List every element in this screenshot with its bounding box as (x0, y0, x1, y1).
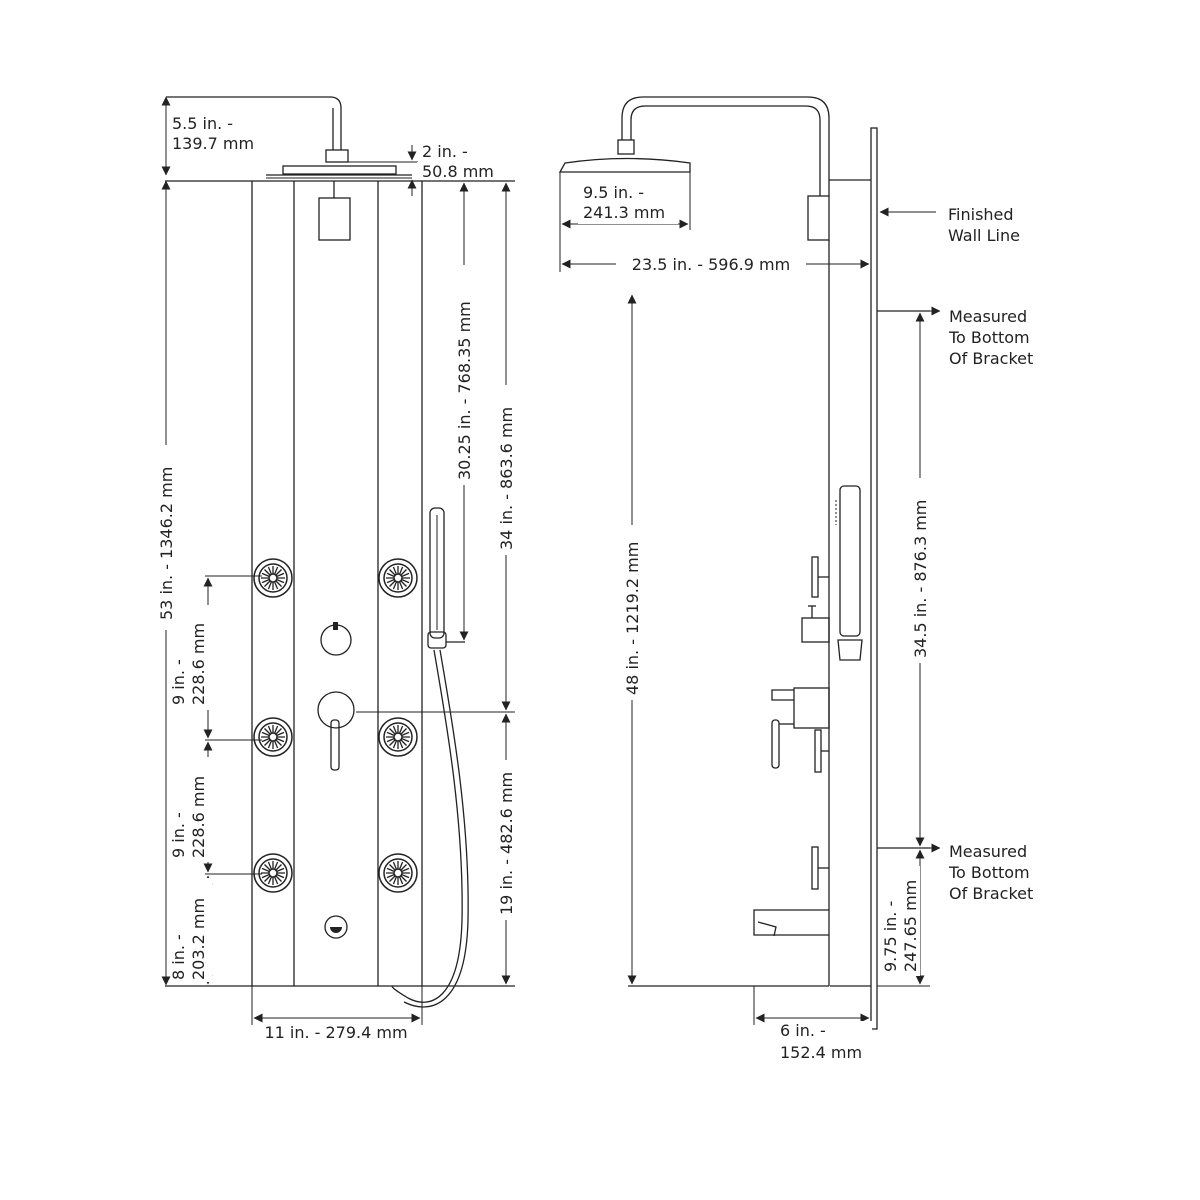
diverter-knob-icon (320, 622, 352, 656)
total-height-label: 53 in. - 1346.2 mm (157, 467, 176, 620)
top-bracket-note-2: To Bottom (948, 328, 1030, 347)
bracket-spacing-label: 34.5 in. - 876.3 mm (911, 500, 930, 658)
head-drop-label-2: 50.8 mm (422, 162, 494, 181)
bottom-bracket-note-2: To Bottom (948, 863, 1030, 882)
side-mixer-icon (771, 687, 830, 769)
side-knob-icon (814, 729, 829, 773)
wall-line-note-2: Wall Line (948, 226, 1020, 245)
front-dimension-lines (161, 96, 511, 1023)
depth-label-2: 152.4 mm (780, 1043, 862, 1062)
side-shower-arm (558, 96, 871, 241)
lower-bracket-label-1: 9.75 in. - (881, 901, 900, 972)
wall-plate (870, 127, 878, 1030)
depth-label-1: 6 in. - (780, 1021, 826, 1040)
width-label: 11 in. - 279.4 mm (264, 1023, 407, 1042)
head-width-label-2: 241.3 mm (583, 203, 665, 222)
head-drop-label-1: 2 in. - (422, 142, 468, 161)
front-dimension-labels: 5.5 in. - 139.7 mm 2 in. - 50.8 mm 53 in… (156, 110, 516, 1042)
wall-line-note-1: Finished (948, 205, 1014, 224)
body-jet-icon (253, 558, 293, 598)
arm-rise-label-1: 5.5 in. - (172, 114, 233, 133)
front-controls (317, 622, 355, 939)
body-jet-icon (378, 717, 418, 757)
jet-bottom-label-1: 8 in. - (169, 934, 188, 980)
body-jet-icon (378, 853, 418, 893)
jet-spacing-2-label-2: 228.6 mm (189, 776, 208, 858)
side-extension-lines (559, 172, 930, 1025)
body-jet-icon (253, 853, 293, 893)
side-handshower (835, 485, 863, 661)
head-width-label-1: 9.5 in. - (583, 183, 644, 202)
body-jet-icon (253, 717, 293, 757)
top-bracket-note-3: Of Bracket (949, 349, 1033, 368)
bottom-bracket-note-3: Of Bracket (949, 884, 1033, 903)
lower-bracket-label-2: 247.65 mm (901, 880, 920, 972)
jet-spacing-1-label-2: 228.6 mm (189, 623, 208, 705)
front-rain-head (166, 96, 412, 179)
side-diverter-icon (801, 605, 830, 643)
front-extension-lines (205, 161, 515, 1025)
side-controls (753, 556, 830, 937)
jet-bottom-label-2: 203.2 mm (189, 898, 208, 980)
upper-section-label: 34 in. - 863.6 mm (497, 407, 516, 550)
arm-reach-label: 23.5 in. - 596.9 mm (632, 255, 790, 274)
front-connector (318, 181, 351, 241)
tub-spout-icon (753, 909, 829, 937)
mixer-valve-icon (317, 691, 355, 771)
bottom-bracket-height-label: 48 in. - 1219.2 mm (623, 542, 642, 695)
body-jets (253, 558, 418, 893)
handshower (391, 507, 469, 1008)
bottom-bracket-note-1: Measured (949, 842, 1027, 861)
jet-spacing-2-label-1: 9 in. - (169, 812, 188, 858)
tub-knob-icon (324, 915, 348, 939)
front-panel-body (165, 180, 515, 987)
arm-rise-label-2: 139.7 mm (172, 134, 254, 153)
side-knob-icon (811, 846, 829, 890)
front-view: 5.5 in. - 139.7 mm 2 in. - 50.8 mm 53 in… (156, 96, 516, 1042)
handshower-top-label: 30.25 in. - 768.35 mm (455, 301, 474, 480)
side-knob-icon (811, 556, 829, 598)
side-dimension-labels: 9.5 in. - 241.3 mm 23.5 in. - 596.9 mm 4… (578, 180, 1033, 1062)
body-jet-icon (378, 558, 418, 598)
top-bracket-note-1: Measured (949, 307, 1027, 326)
lower-section-label: 19 in. - 482.6 mm (497, 772, 516, 915)
side-view: 9.5 in. - 241.3 mm 23.5 in. - 596.9 mm 4… (558, 96, 1033, 1062)
jet-spacing-1-label-1: 9 in. - (169, 659, 188, 705)
